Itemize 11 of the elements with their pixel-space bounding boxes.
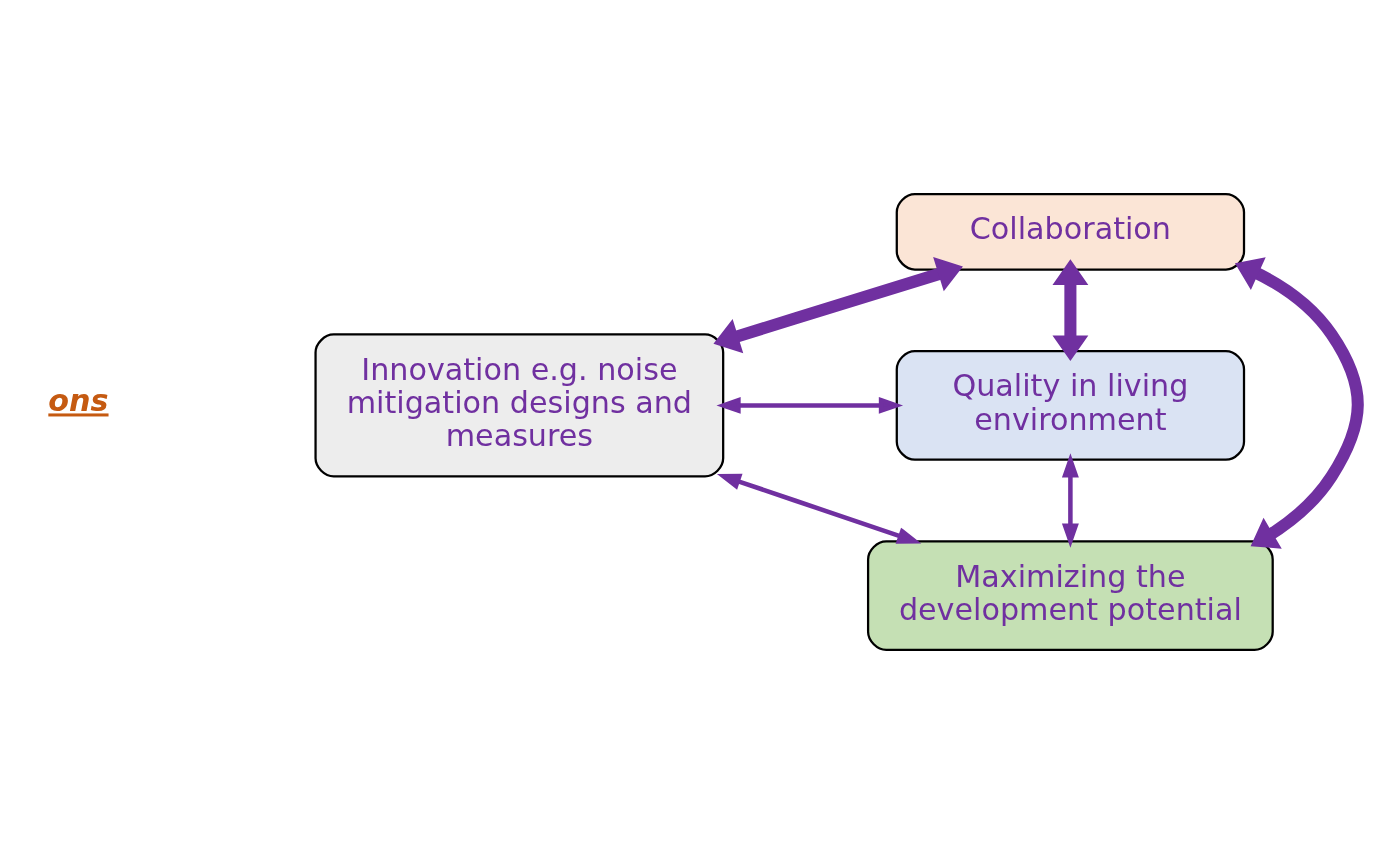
- arrow: [1052, 258, 1089, 361]
- node-box: Quality in living environment: [895, 349, 1246, 461]
- arrow: [716, 396, 904, 414]
- arrow: [1061, 452, 1079, 548]
- node-box: Innovation e.g. noise mitigation designs and measures: [314, 332, 725, 477]
- node-box: Maximizing the development potential: [866, 539, 1274, 651]
- arrow: [1234, 256, 1364, 549]
- arrow: [716, 473, 922, 544]
- arrow: [713, 256, 963, 353]
- label: ons: [48, 382, 109, 418]
- node-box: Collaboration: [895, 192, 1246, 271]
